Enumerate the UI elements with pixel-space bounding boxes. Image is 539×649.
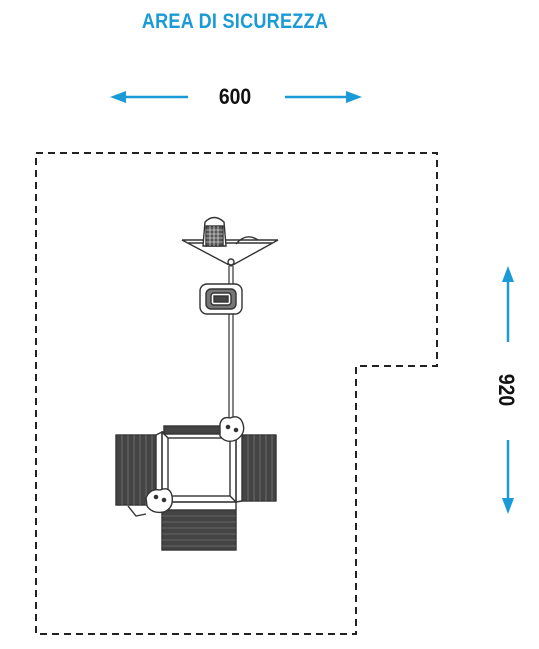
playground-structure-icon	[115, 216, 279, 551]
safety-area-boundary	[35, 152, 438, 635]
vertical-arrows-icon	[502, 266, 514, 514]
area-title: AREA DI SICUREZZA	[141, 10, 329, 33]
horizontal-arrows-icon	[110, 91, 362, 103]
width-dimension-label: 600	[218, 84, 252, 109]
